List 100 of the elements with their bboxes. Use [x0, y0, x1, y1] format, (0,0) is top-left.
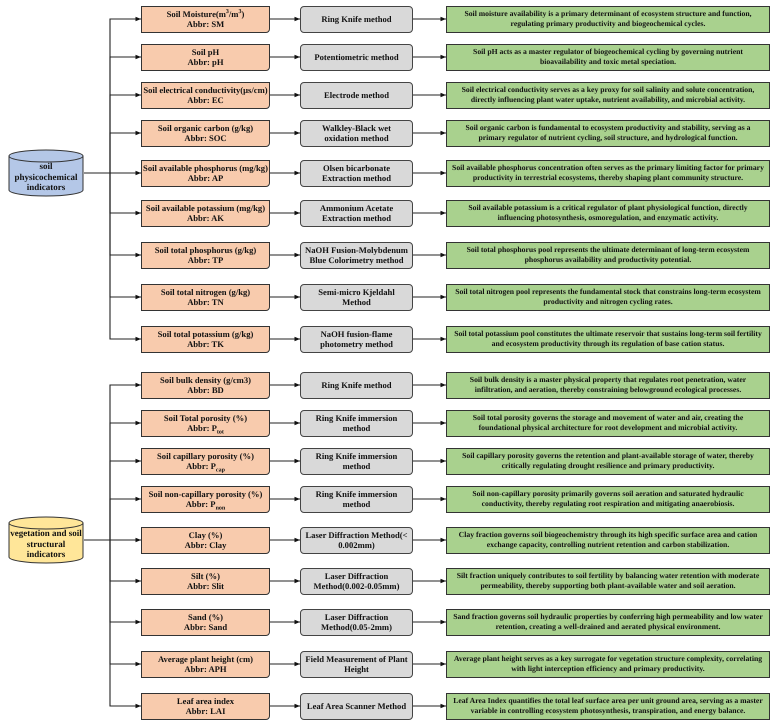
method-box	[300, 650, 413, 678]
abbreviation: Abbr: SOC	[184, 133, 227, 144]
method-name: Laser Diffraction Method(0.05-2mm)	[320, 612, 393, 632]
indicator-name: Soil Total porosity (%)	[164, 412, 248, 423]
arrow	[84, 539, 141, 708]
abbreviation: Abbr: Sand	[184, 622, 228, 632]
method-name: Laser Diffraction Method(< 0.002mm)	[304, 530, 409, 550]
arrow	[413, 16, 446, 22]
arrow	[413, 538, 446, 542]
indicator-box	[141, 200, 270, 226]
arrow	[413, 210, 446, 216]
arrow	[413, 458, 446, 464]
description-box	[446, 284, 770, 310]
indicator-name: Soil organic carbon (g/kg)	[158, 122, 254, 133]
indicator-box	[141, 650, 270, 678]
description-box	[446, 200, 770, 226]
arrow	[270, 336, 300, 342]
method-name: Field Measurement of Plant Height	[304, 654, 409, 674]
abbreviation: Abbr: pH	[187, 57, 224, 68]
indicator-name: Soil pH	[192, 46, 220, 57]
indicator-name: Soil total nitrogen (g/kg)	[160, 286, 250, 297]
arrow	[270, 538, 300, 542]
abbreviation: Abbr: TK	[187, 339, 224, 350]
description-box	[446, 486, 770, 512]
database-cylinder	[8, 149, 84, 197]
method-name: Leaf Area Scanner Method	[306, 700, 406, 712]
arrow	[413, 336, 446, 342]
method-name: Olsen bicarbonate Extraction method	[321, 162, 392, 184]
indicator-box	[141, 6, 270, 32]
method-box	[300, 448, 413, 474]
arrow	[413, 420, 446, 426]
description-box	[446, 692, 770, 720]
indicator-name: Leaf area index	[176, 696, 234, 706]
indicator-name: Soil total potassium (g/kg)	[158, 328, 254, 339]
abbreviation: Abbr: P$_{tot}$	[187, 423, 224, 434]
method-box	[300, 160, 413, 186]
abbreviation: Abbr: Clay	[184, 540, 226, 550]
arrow	[413, 496, 446, 502]
arrow	[413, 704, 446, 708]
arrow	[270, 420, 300, 426]
method-box	[300, 608, 413, 636]
method-name: Walkley-Black wet oxidation method	[321, 122, 392, 144]
indicator-box	[141, 526, 270, 554]
method-name: Laser Diffraction Method(0.002-0.05mm)	[312, 570, 400, 592]
abbreviation: Abbr: Slit	[186, 581, 224, 592]
indicator-name: Soil bulk density (g/cm3)	[160, 374, 251, 385]
indicator-name: Soil electrical conductivity(μs/cm)	[143, 84, 268, 95]
method-name: Ring Knife immersion method	[314, 488, 398, 510]
indicator-name: Soil total phosphorus (g/kg)	[154, 244, 256, 255]
abbreviation: Abbr: APH	[184, 664, 227, 674]
method-name: Ring Knife method	[321, 380, 392, 390]
method-box	[300, 410, 413, 436]
abbreviation: Abbr: BD	[187, 385, 224, 396]
indicator-box	[141, 410, 270, 436]
method-name: Ring Knife immersion method	[314, 450, 398, 472]
description-box	[446, 6, 770, 32]
arrow	[270, 130, 300, 136]
method-box	[300, 486, 413, 512]
database-cylinder	[8, 516, 84, 564]
method-name: NaOH Fusion-Molybdenum Blue Colorimetry method	[304, 244, 409, 266]
abbreviation: Abbr: EC	[187, 95, 224, 106]
arrow	[270, 662, 300, 666]
description-box	[446, 568, 770, 594]
indicator-box	[141, 82, 270, 108]
method-box	[300, 242, 413, 268]
arrow	[270, 92, 300, 98]
indicator-box	[141, 486, 270, 512]
method-name: Ammonium Acetate Extraction method	[318, 202, 394, 224]
description-box	[446, 120, 770, 146]
arrow	[413, 54, 446, 60]
arrow	[413, 662, 446, 666]
method-box	[300, 200, 413, 226]
description-box	[446, 448, 770, 474]
description-box	[446, 326, 770, 352]
indicator-box	[141, 160, 270, 186]
indicator-box	[141, 242, 270, 268]
arrow	[270, 16, 300, 22]
arrow	[270, 458, 300, 464]
indicator-name: Soil non-capillary porosity (%)	[148, 488, 262, 499]
method-name: Ring Knife immersion method	[314, 412, 398, 434]
indicator-name: Clay (%)	[188, 530, 222, 540]
arrow	[270, 496, 300, 502]
indicator-name: Soil available potassium (mg/kg)	[146, 202, 266, 213]
arrow	[270, 578, 300, 584]
method-box	[300, 82, 413, 108]
method-box	[300, 120, 413, 146]
arrow	[413, 382, 446, 388]
method-name: Electrode method	[324, 90, 389, 100]
abbreviation: Abbr: LAI	[186, 706, 226, 716]
indicator-name: Soil Moisture(m$^{3}$/m$^{3}$)	[166, 8, 244, 19]
abbreviation: Abbr: P$_{cap}$	[186, 461, 225, 472]
method-box	[300, 526, 413, 554]
arrow	[270, 54, 300, 60]
arrow	[413, 294, 446, 300]
description-box	[446, 410, 770, 436]
method-name: Potentiometric method	[314, 52, 399, 62]
indicator-box	[141, 120, 270, 146]
method-box	[300, 372, 413, 398]
method-name: Semi-micro Kjeldahl Method	[317, 286, 396, 308]
indicator-name: Soil available phosphorus (mg/kg)	[143, 162, 268, 173]
